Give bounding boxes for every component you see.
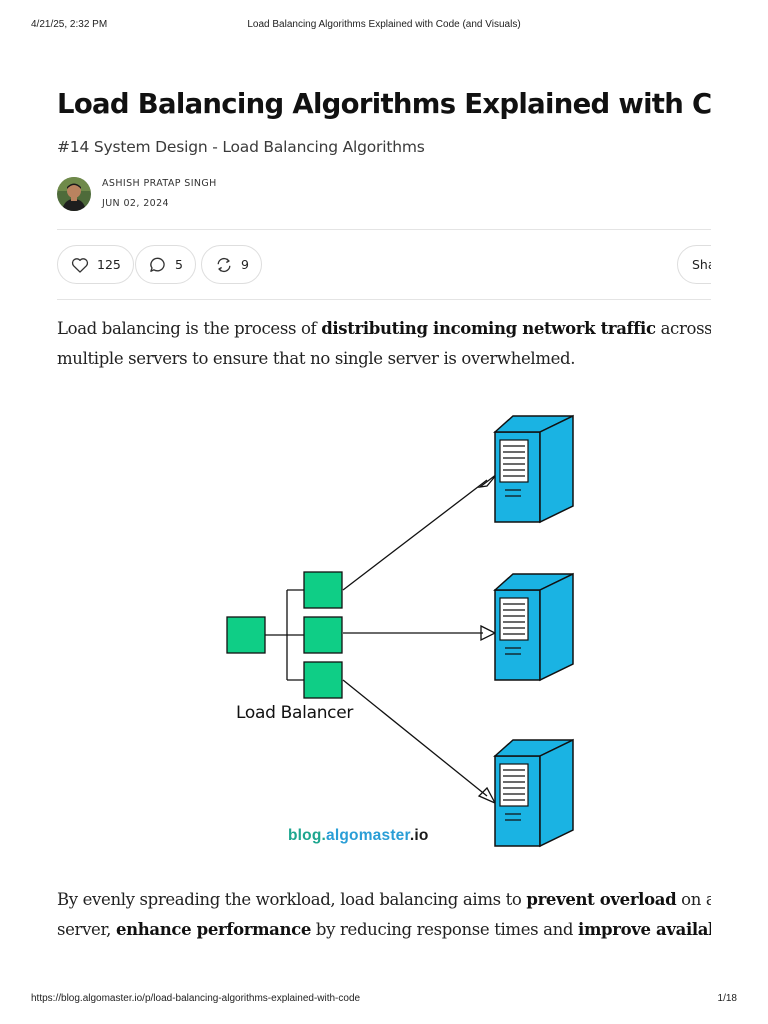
avatar-image: [57, 177, 91, 211]
heart-icon: [71, 257, 89, 273]
author-avatar[interactable]: [57, 177, 91, 211]
text-bold: prevent overload: [526, 890, 677, 909]
print-footer: https://blog.algomaster.io/p/load-balanc…: [0, 993, 768, 1007]
watermark-part: blog.: [288, 827, 327, 844]
comment-count: 5: [175, 257, 183, 272]
lb-node-bottom: [303, 661, 343, 699]
diagram-watermark: blog.algomaster.io: [288, 827, 429, 845]
text-run: multiple servers to ensure that no singl…: [57, 349, 576, 368]
comment-button[interactable]: 5: [135, 245, 196, 284]
watermark-part: .io: [409, 827, 429, 844]
print-header: 4/21/25, 2:32 PM Load Balancing Algorith…: [0, 19, 768, 33]
text-run: across: [655, 319, 711, 338]
like-button[interactable]: 125: [57, 245, 134, 284]
text-run: on a single: [681, 890, 711, 909]
text-bold: improve availability: [578, 920, 711, 939]
print-datetime: 4/21/25, 2:32 PM: [31, 19, 108, 30]
print-url: https://blog.algomaster.io/p/load-balanc…: [31, 993, 361, 1004]
text-run: By evenly spreading the workload, load b…: [57, 890, 527, 909]
lb-node-middle: [303, 616, 343, 654]
text-bold: enhance performance: [115, 920, 312, 939]
post-subtitle: #14 System Design - Load Balancing Algor…: [57, 138, 425, 156]
divider: [57, 229, 711, 230]
lb-node-top: [303, 571, 343, 609]
server-icon: [493, 572, 574, 682]
text-run: Load balancing is the process of: [57, 319, 322, 338]
server-icon: [493, 414, 574, 524]
print-document-title: Load Balancing Algorithms Explained with…: [247, 19, 521, 30]
restack-icon: [217, 257, 231, 272]
share-button[interactable]: Share: [677, 245, 711, 284]
restack-count: 9: [241, 257, 249, 272]
share-label: Share: [692, 257, 711, 272]
divider: [57, 299, 711, 300]
text-bold: distributing incoming network traffic: [321, 319, 656, 338]
restack-button[interactable]: 9: [201, 245, 262, 284]
text-run: server,: [57, 920, 116, 939]
client-node: [226, 616, 266, 654]
watermark-part: algomaster: [326, 827, 410, 844]
post-title: Load Balancing Algorithms Explained with…: [57, 88, 711, 120]
author-name[interactable]: ASHISH PRATAP SINGH: [102, 178, 217, 189]
diagram-label: Load Balancer: [236, 703, 354, 723]
print-page-number: 1/18: [717, 993, 737, 1004]
comment-icon: [150, 257, 165, 272]
load-balancer-diagram: [217, 402, 585, 854]
article-page: Load Balancing Algorithms Explained with…: [57, 88, 711, 945]
paragraph-benefits: By evenly spreading the workload, load b…: [57, 885, 711, 945]
text-run: by reducing response times and: [311, 920, 579, 939]
server-icon: [493, 738, 574, 848]
post-date: JUN 02, 2024: [102, 198, 169, 209]
like-count: 125: [97, 257, 121, 272]
paragraph-intro: Load balancing is the process of distrib…: [57, 314, 711, 374]
